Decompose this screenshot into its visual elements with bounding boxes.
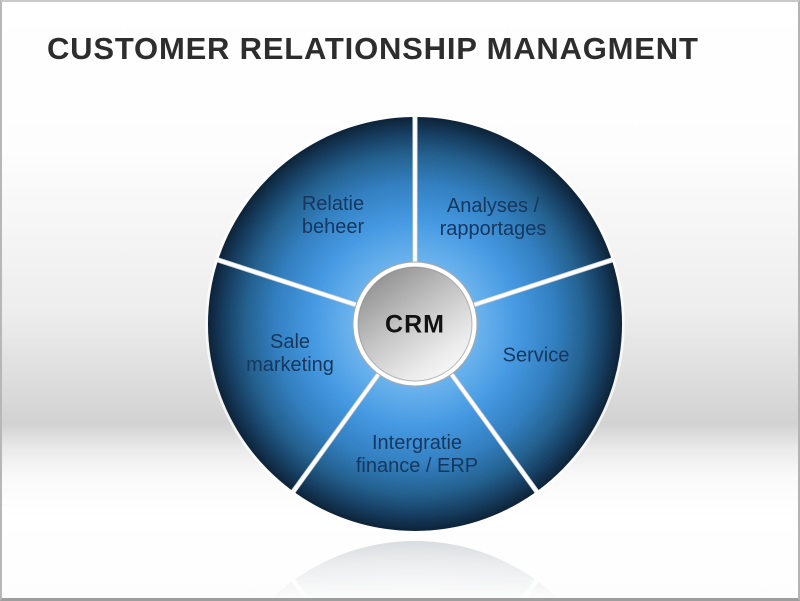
segment-divider [445,366,538,492]
segment-service [453,262,623,490]
segment-label-line: finance / ERP [355,455,479,477]
segment-label-line: marketing [246,354,334,376]
segment-label-intergratie-finance-erp: Intergratie finance / ERP [356,432,478,478]
segment-label-sale-marketing: Sale marketing [246,331,334,377]
segment-label-line: rapportages [439,218,547,240]
wheel-group [205,114,625,534]
segment-label-line: Relatie [301,193,365,215]
segment-label-line: Service [502,344,570,367]
segment-label-line: Analyses / [446,195,540,217]
segment-label-line: Sale [269,331,311,353]
segment-sale-marketing [207,262,377,490]
segment-label-line: Intergratie [371,432,463,454]
hub-circle [357,266,473,382]
segment-label-line: beheer [301,216,365,238]
segment-intergratie-finance-erp [295,375,535,531]
segment-divider [218,258,365,310]
segment-label-analyses-rapportages: Analyses / rapportages [440,195,547,241]
segment-analyses-rapportages [417,117,612,303]
wheel-reflection [269,541,561,601]
segment-label-relatie-beheer: Relatie beheer [302,193,364,239]
segment-label-service: Service [503,345,570,368]
segment-relatie-beheer [218,117,413,303]
segment-divider [292,366,385,492]
slide-title: CUSTOMER RELATIONSHIP MANAGMENT [47,31,699,66]
segment-divider [465,258,612,310]
crm-hub-label: CRM [385,310,445,339]
